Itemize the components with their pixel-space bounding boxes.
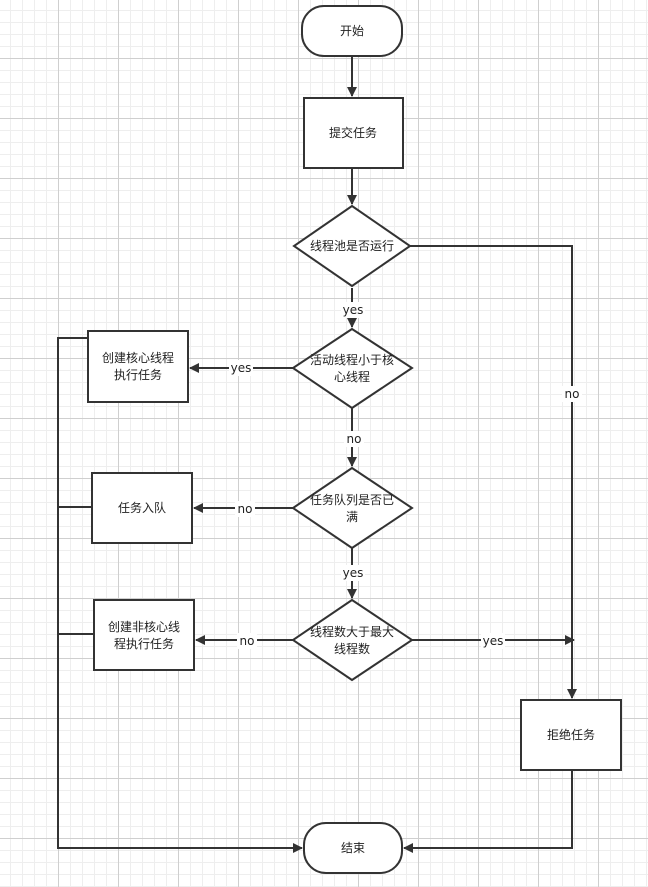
node-reject-task: 拒绝任务 <box>520 699 622 771</box>
decision-threads-exceed-max-line2: 线程数 <box>334 641 370 656</box>
node-create-noncore-thread-line1: 创建非核心线 <box>108 620 180 634</box>
decision-active-less-than-core-line2: 心线程 <box>334 369 370 384</box>
edge-label-running-no: no <box>562 386 582 402</box>
edge-label-running-yes: yes <box>341 302 365 318</box>
decision-threads-exceed-max-line1: 线程数大于最大 <box>310 624 394 639</box>
edge-reject-to-end <box>403 770 573 853</box>
edge-label-active-yes: yes <box>229 360 253 376</box>
edge-label-running-yes-text: yes <box>343 303 364 317</box>
decision-active-less-than-core-line1: 活动线程小于核 <box>310 352 394 367</box>
decision-pool-running-label: 线程池是否运行 <box>310 238 394 253</box>
edge-label-running-no-text: no <box>565 387 580 401</box>
node-create-core-thread-line2: 执行任务 <box>114 367 162 382</box>
edge-label-queue-no-text: no <box>238 502 253 516</box>
node-end-label: 结束 <box>341 841 365 855</box>
decision-queue-full-line1: 任务队列是否已 <box>310 492 394 507</box>
node-enqueue-task: 任务入队 <box>91 472 193 544</box>
decision-queue-full-line2: 满 <box>346 510 358 524</box>
node-start: 开始 <box>301 5 403 57</box>
edge-create-core-to-end <box>57 337 303 853</box>
edge-label-active-no-text: no <box>347 432 362 446</box>
edge-label-threads-yes-text: yes <box>483 634 504 648</box>
edge-pool-running-no-to-reject <box>410 245 577 699</box>
node-start-label: 开始 <box>340 24 364 38</box>
edge-label-threads-yes: yes <box>481 633 505 649</box>
node-create-core-thread: 创建核心线程 执行任务 <box>87 330 189 403</box>
decision-pool-running: 线程池是否运行 <box>292 204 412 288</box>
decision-active-less-than-core: 活动线程小于核 心线程 <box>291 327 414 410</box>
node-enqueue-task-label: 任务入队 <box>118 500 166 515</box>
edge-label-active-yes-text: yes <box>231 361 252 375</box>
edge-label-queue-yes-text: yes <box>343 566 364 580</box>
edge-label-queue-yes: yes <box>341 565 365 581</box>
edge-label-threads-no-text: no <box>240 634 255 648</box>
node-reject-task-label: 拒绝任务 <box>547 727 595 742</box>
node-create-noncore-thread: 创建非核心线 程执行任务 <box>93 599 195 671</box>
node-submit-task: 提交任务 <box>303 97 404 169</box>
edge-label-queue-no: no <box>235 501 255 517</box>
edge-label-threads-no: no <box>237 633 257 649</box>
node-end: 结束 <box>303 822 403 874</box>
decision-queue-full: 任务队列是否已 满 <box>291 466 414 550</box>
edge-label-active-no: no <box>344 431 364 447</box>
node-submit-task-label: 提交任务 <box>329 125 377 140</box>
node-create-noncore-thread-line2: 程执行任务 <box>114 636 174 651</box>
decision-threads-exceed-max: 线程数大于最大 线程数 <box>291 598 414 682</box>
node-create-core-thread-line1: 创建核心线程 <box>102 350 174 365</box>
